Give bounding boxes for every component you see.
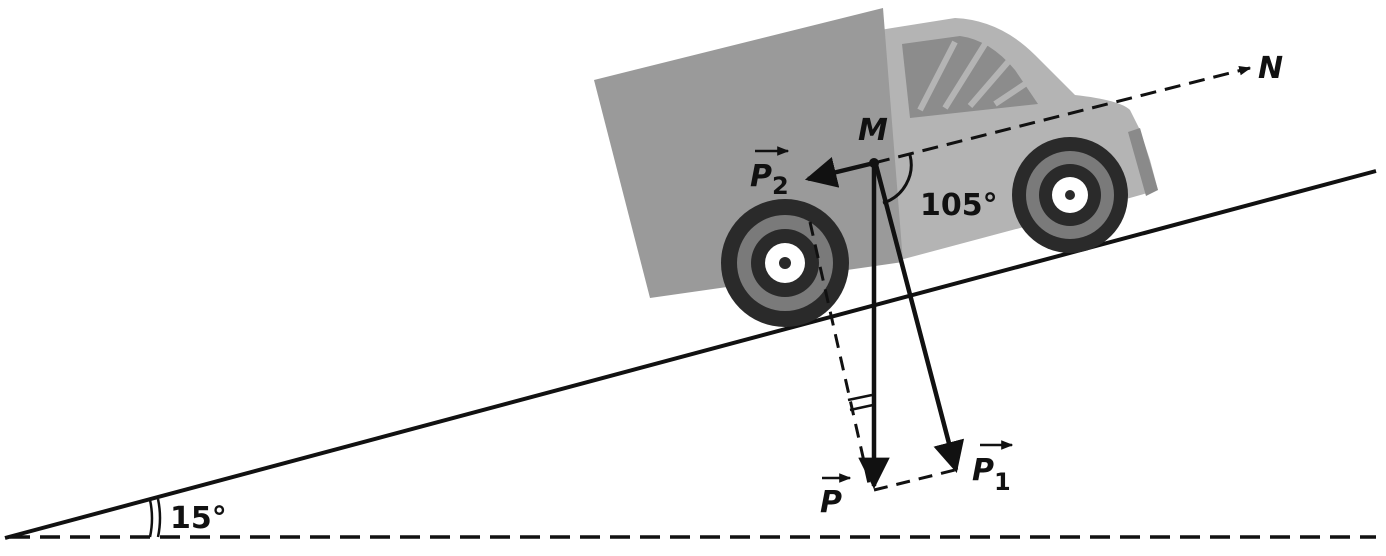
angle-arc-105: [882, 154, 913, 205]
label-angle-105: 105°: [920, 188, 998, 223]
label-p1: P1: [972, 440, 1014, 496]
slope-line: [4, 169, 1377, 540]
svg-text:P2: P2: [750, 159, 789, 200]
label-p1-letter: P: [972, 453, 994, 488]
label-angle-15: 15°: [170, 501, 227, 536]
vector-p1-arrow: [873, 164, 965, 474]
label-p2-subscript: 2: [772, 172, 789, 200]
label-p: P: [820, 473, 852, 520]
front-wheel: [1012, 137, 1128, 253]
label-m: M: [858, 113, 888, 148]
label-p2-letter: P: [750, 159, 772, 194]
label-p1-subscript: 1: [994, 468, 1011, 496]
svg-text:P1: P1: [972, 453, 1011, 496]
right-angle-marks: [847, 393, 874, 412]
direction-line-mn: [873, 65, 1252, 165]
construction-line-p1: [873, 468, 956, 492]
point-m: [869, 158, 879, 168]
truck-icon: [594, 8, 1158, 327]
slope-angle-marks: [148, 498, 162, 538]
label-p-letter: P: [820, 485, 842, 520]
label-n: N: [1258, 51, 1283, 86]
rear-wheel: [721, 199, 849, 327]
label-p2: P2: [750, 146, 790, 200]
vector-p2-arrow: [804, 157, 875, 188]
